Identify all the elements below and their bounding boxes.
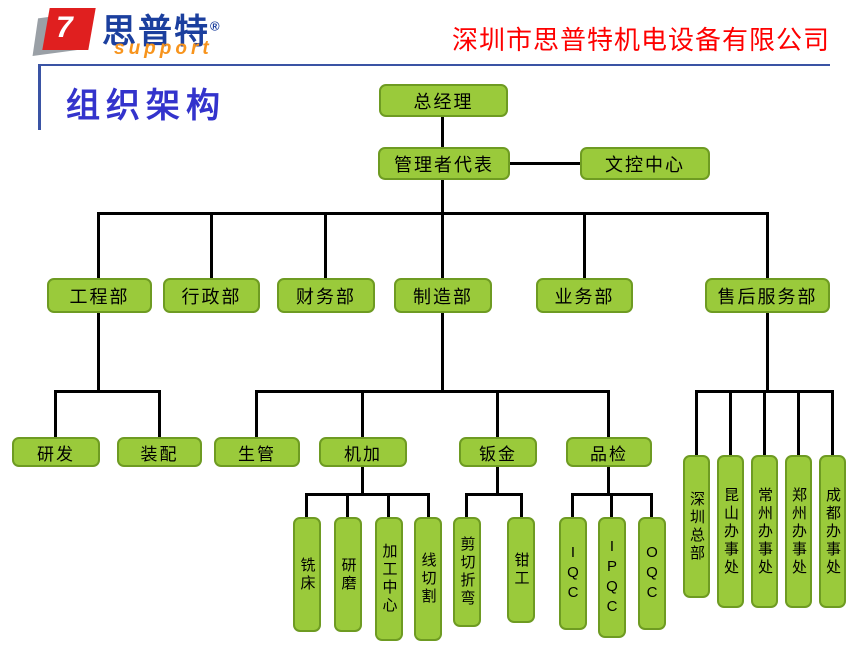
node-rnd: 研发	[12, 437, 100, 467]
title-accent-bar	[38, 64, 41, 130]
node-chengdu-office: 成都办事处	[819, 455, 846, 608]
connector-line	[831, 390, 834, 455]
node-milling: 铣床	[293, 517, 321, 632]
dept-finance: 财务部	[277, 278, 375, 313]
dept-business: 业务部	[536, 278, 633, 313]
connector-line	[496, 390, 499, 437]
connector-line	[650, 493, 653, 517]
header-divider	[38, 64, 830, 66]
node-production-control: 生管	[214, 437, 300, 467]
connector-line	[766, 313, 769, 390]
node-iqc: IQC	[559, 517, 587, 630]
node-shear-bend: 剪切折弯	[453, 517, 481, 627]
connector-line	[54, 390, 161, 393]
registered-mark: ®	[210, 18, 222, 34]
node-management-rep: 管理者代表	[378, 147, 510, 180]
node-machining: 机加	[319, 437, 407, 467]
dept-admin: 行政部	[163, 278, 260, 313]
connector-line	[361, 467, 364, 493]
node-zhengzhou-office: 郑州办事处	[785, 455, 812, 608]
connector-line	[210, 212, 213, 278]
connector-line	[496, 467, 499, 493]
connector-line	[387, 493, 390, 517]
connector-line	[610, 493, 613, 517]
page-title: 组织架构	[66, 87, 226, 125]
connector-line	[97, 313, 100, 390]
connector-line	[763, 390, 766, 455]
node-doc-control: 文控中心	[580, 147, 710, 180]
connector-line	[255, 390, 610, 393]
connector-line	[97, 212, 100, 278]
node-grinding: 研磨	[334, 517, 362, 632]
node-general-manager: 总经理	[379, 84, 508, 117]
logo-glyph: 7	[56, 11, 73, 44]
dept-manufacturing: 制造部	[394, 278, 492, 313]
connector-line	[583, 212, 586, 278]
connector-line	[441, 212, 444, 278]
connector-line	[607, 390, 610, 437]
node-assembly: 装配	[117, 437, 202, 467]
connector-line	[97, 212, 769, 215]
node-quality-inspection: 品检	[566, 437, 652, 467]
node-shenzhen-hq: 深圳总部	[683, 455, 710, 598]
connector-line	[510, 162, 580, 165]
support-logo-icon: 7	[32, 5, 98, 57]
dept-engineering: 工程部	[47, 278, 152, 313]
connector-line	[695, 390, 698, 455]
connector-line	[305, 493, 430, 496]
node-kunshan-office: 昆山办事处	[717, 455, 744, 608]
connector-line	[54, 390, 57, 437]
node-fitter: 钳工	[507, 517, 535, 623]
brand-subtitle: support	[114, 38, 213, 59]
connector-line	[766, 212, 769, 278]
connector-line	[346, 493, 349, 517]
connector-line	[729, 390, 732, 455]
node-ipqc: IPQC	[598, 517, 626, 638]
connector-line	[361, 390, 364, 437]
connector-line	[465, 493, 468, 517]
connector-line	[158, 390, 161, 437]
node-changzhou-office: 常州办事处	[751, 455, 778, 608]
node-wire-cutting: 线切割	[414, 517, 442, 641]
connector-line	[255, 390, 258, 437]
node-oqc: OQC	[638, 517, 666, 630]
connector-line	[607, 467, 610, 493]
connector-line	[441, 180, 444, 212]
connector-line	[465, 493, 523, 496]
connector-line	[441, 116, 444, 147]
company-name: 深圳市思普特机电设备有限公司	[451, 25, 830, 55]
node-sheet-metal: 钣金	[459, 437, 537, 467]
connector-line	[520, 493, 523, 517]
brand-name: 思普特®	[102, 4, 222, 53]
connector-line	[441, 313, 444, 390]
dept-after-sales: 售后服务部	[705, 278, 830, 313]
node-machining-center: 加工中心	[375, 517, 403, 641]
brand-text: 思普特	[102, 13, 210, 51]
connector-line	[305, 493, 308, 517]
connector-line	[427, 493, 430, 517]
connector-line	[324, 212, 327, 278]
connector-line	[797, 390, 800, 455]
connector-line	[571, 493, 574, 517]
